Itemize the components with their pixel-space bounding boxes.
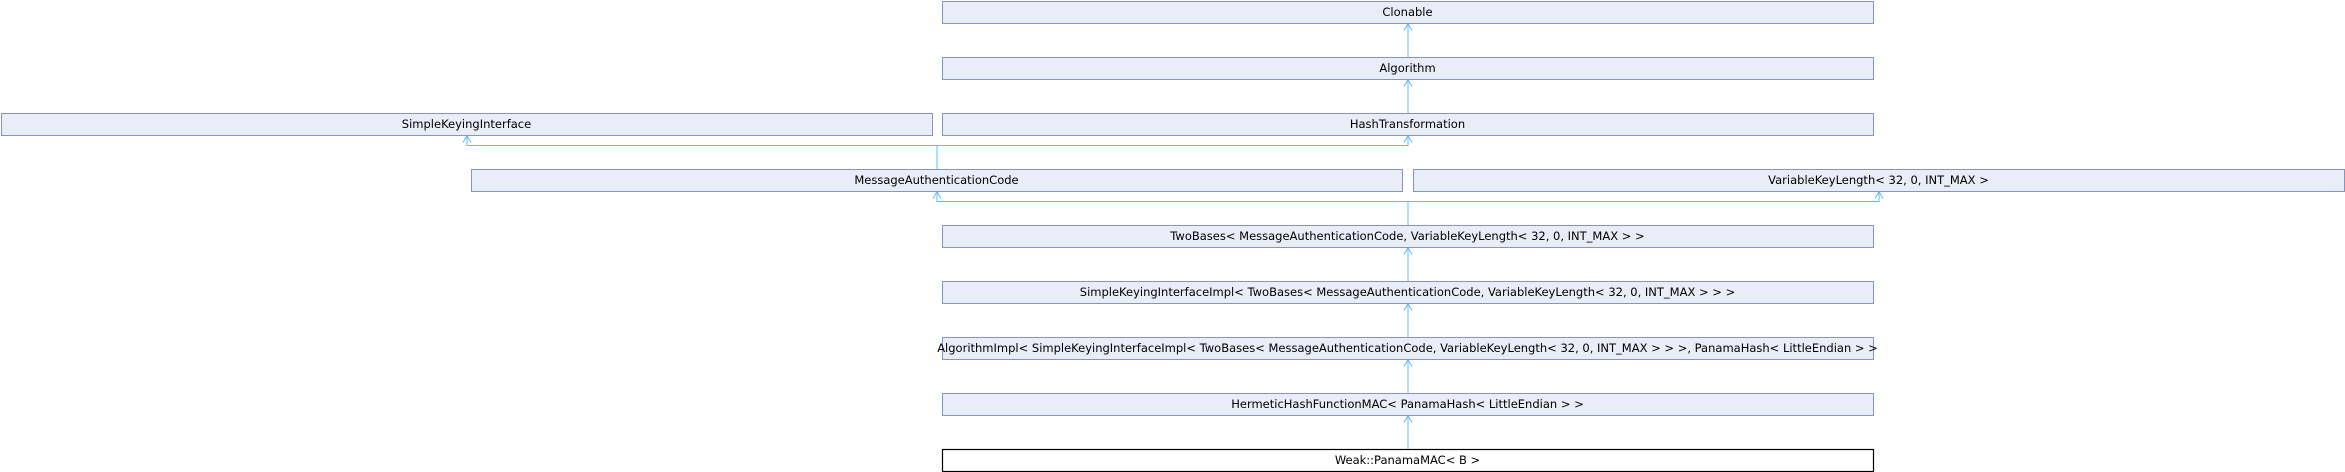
class-label: TwoBases< MessageAuthenticationCode, Var…: [1169, 229, 1644, 243]
class-box: [942, 393, 1874, 416]
class-label: MessageAuthenticationCode: [854, 173, 1018, 187]
class-box: [942, 337, 1874, 360]
class-label: HermeticHashFunctionMAC< PanamaHash< Lit…: [1231, 397, 1584, 411]
class-node-simple-keying-interface-impl[interactable]: SimpleKeyingInterfaceImpl< TwoBases< Mes…: [942, 281, 1874, 304]
class-box: [942, 113, 1874, 136]
class-node-panama-mac: Weak::PanamaMAC< B >: [941, 448, 1875, 472]
class-label: VariableKeyLength< 32, 0, INT_MAX >: [1768, 173, 1989, 187]
class-label: Weak::PanamaMAC< B >: [1335, 453, 1480, 467]
class-label: SimpleKeyingInterfaceImpl< TwoBases< Mes…: [1080, 285, 1735, 299]
class-node-simple-keying-interface[interactable]: SimpleKeyingInterface: [1, 113, 933, 136]
inheritance-edge-message-authentication-code-to-hash-transformation: [936, 135, 1409, 170]
class-node-algorithm-impl[interactable]: AlgorithmImpl< SimpleKeyingInterfaceImpl…: [937, 337, 1878, 360]
class-node-two-bases[interactable]: TwoBases< MessageAuthenticationCode, Var…: [942, 225, 1874, 248]
class-label: Clonable: [1382, 5, 1432, 19]
class-box: [942, 281, 1874, 304]
class-label: HashTransformation: [1350, 117, 1465, 131]
inheritance-edge-message-authentication-code-to-simple-keying-interface: [466, 135, 938, 170]
inheritance-edge-two-bases-to-message-authentication-code: [936, 191, 1409, 226]
class-node-variable-key-length[interactable]: VariableKeyLength< 32, 0, INT_MAX >: [1413, 169, 2345, 192]
class-box: [942, 1, 1874, 24]
class-box: [1, 113, 933, 136]
inheritance-edge-two-bases-to-variable-key-length: [1407, 191, 1880, 226]
class-box: [942, 225, 1874, 248]
class-box: [471, 169, 1403, 192]
class-node-algorithm[interactable]: Algorithm: [942, 57, 1874, 80]
class-node-clonable[interactable]: Clonable: [942, 1, 1874, 24]
class-node-message-authentication-code[interactable]: MessageAuthenticationCode: [471, 169, 1403, 192]
class-label: AlgorithmImpl< SimpleKeyingInterfaceImpl…: [937, 341, 1878, 355]
edges-layer: [462, 22, 1884, 450]
class-node-hermetic-hash-function-mac[interactable]: HermeticHashFunctionMAC< PanamaHash< Lit…: [942, 393, 1874, 416]
class-label: SimpleKeyingInterface: [402, 117, 531, 131]
class-box: [942, 57, 1874, 80]
class-label: Algorithm: [1379, 61, 1435, 75]
class-node-hash-transformation[interactable]: HashTransformation: [942, 113, 1874, 136]
